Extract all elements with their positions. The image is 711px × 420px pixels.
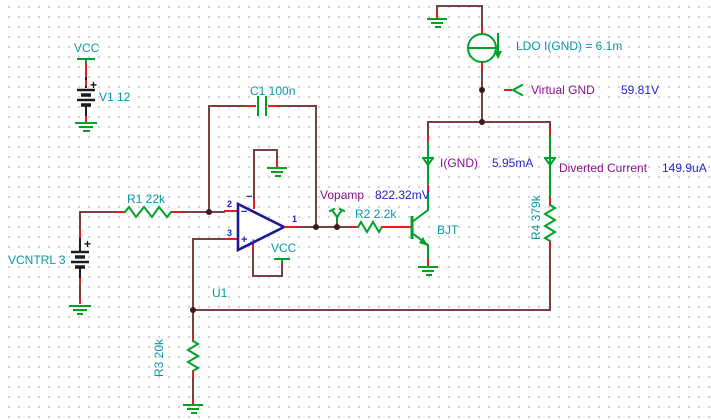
c1-capacitor[interactable] [245, 96, 280, 116]
vopamp-probe-label[interactable]: Vopamp [320, 188, 364, 202]
bjt-transistor[interactable] [410, 191, 429, 266]
vcntrl-battery[interactable] [71, 230, 89, 304]
ground-icon-vcntrl[interactable] [69, 305, 91, 315]
vcc-rail-v1[interactable] [77, 58, 95, 77]
junction-dot [190, 307, 196, 313]
diverted-label[interactable]: Diverted Current [559, 161, 648, 175]
opamp-pin3-number: 3 [227, 228, 232, 238]
opamp-vcc-label[interactable]: VCC [271, 241, 297, 255]
v1-battery[interactable] [77, 77, 95, 122]
resistor-zigzag-icon [186, 339, 200, 373]
wire-feedback-right[interactable] [279, 105, 317, 226]
current-direction-arrowhead-icon [494, 51, 502, 59]
voltage-probe-icon [328, 207, 346, 227]
ground-icon-bjt[interactable] [418, 266, 438, 276]
junction-dot [206, 209, 212, 215]
wire-opamp-vcc[interactable] [252, 251, 283, 277]
wire-pin3-to-rail[interactable] [192, 238, 225, 309]
wire-opamp-top-supply[interactable] [253, 149, 278, 199]
r3-resistor[interactable] [186, 309, 200, 404]
opamp-pin1-number: 1 [292, 214, 297, 224]
r2-label[interactable]: R2 2.2k [355, 207, 397, 221]
resistor-zigzag-icon [356, 220, 384, 234]
capacitor-plates-icon [257, 96, 267, 116]
ground-icon-r3[interactable] [183, 404, 203, 414]
junction-dot [479, 119, 485, 125]
bjt-label[interactable]: BJT [437, 223, 459, 237]
resistor-zigzag-icon [123, 205, 173, 219]
opamp-triangle-icon [236, 201, 287, 253]
vcc-bar-icon [274, 258, 290, 264]
ldo-current-source[interactable] [467, 27, 502, 70]
battery-long-plates-icon [77, 88, 95, 102]
junction-dot [313, 224, 319, 230]
vcc-rail-opamp[interactable] [274, 258, 290, 264]
ldo-label[interactable]: LDO I(GND) = 6.1m [516, 39, 622, 53]
current-arrow-icon [421, 156, 435, 167]
ground-icon-topright[interactable] [427, 18, 447, 28]
c1-label[interactable]: C1 100n [250, 84, 295, 98]
battery-long-plates-icon [71, 250, 89, 264]
virtual-gnd-probe[interactable] [504, 83, 524, 97]
opamp-u1[interactable] [224, 201, 298, 253]
wire-feedback-left[interactable] [208, 105, 246, 213]
junction-dot [479, 87, 485, 93]
r2-resistor[interactable] [350, 220, 412, 234]
opamp-vminus-mark: − [246, 191, 252, 203]
diverted-value[interactable]: 149.9uA [662, 161, 707, 175]
v1-label[interactable]: V1 12 [99, 90, 131, 104]
current-arrow-icon [543, 156, 557, 167]
ignd-current-probe[interactable] [421, 121, 435, 192]
r4-resistor[interactable] [543, 197, 557, 248]
wire-ldo-top[interactable] [436, 5, 483, 28]
resistor-zigzag-icon [543, 203, 557, 243]
vcntrl-plus-sign: + [84, 237, 91, 251]
ground-icon-v1[interactable] [75, 122, 97, 132]
opamp-inverting-mark: − [241, 206, 247, 218]
virtual-gnd-value[interactable]: 59.81V [621, 83, 659, 97]
wire-bottom-rail[interactable] [192, 247, 551, 311]
junction-dot [334, 224, 340, 230]
v1-rail-label[interactable]: VCC [74, 41, 100, 55]
ground-icon-opamp[interactable] [267, 167, 287, 177]
bjt-emitter-arrow-icon [419, 237, 428, 246]
u1-label[interactable]: U1 [212, 286, 228, 300]
probe-arrow-icon [510, 83, 524, 97]
r1-label[interactable]: R1 22k [127, 192, 166, 206]
vcc-bar-icon [77, 58, 95, 64]
bjt-emitter-icon [410, 231, 429, 259]
r4-label[interactable]: R4 379k [529, 194, 543, 240]
diverted-current-probe[interactable] [543, 121, 557, 198]
ignd-label[interactable]: I(GND) [440, 156, 478, 170]
opamp-vplus-mark: + [250, 237, 256, 249]
opamp-noninverting-mark: + [241, 234, 247, 246]
vopamp-probe-value[interactable]: 822.32mV [375, 188, 430, 202]
virtual-gnd-label[interactable]: Virtual GND [531, 83, 595, 97]
opamp-pin2-number: 2 [227, 199, 232, 209]
v1-plus-sign: + [90, 78, 97, 92]
vcntrl-label[interactable]: VCNTRL 3 [8, 253, 66, 267]
bjt-collector-icon [410, 191, 429, 224]
ignd-value[interactable]: 5.95mA [492, 156, 533, 170]
r3-label[interactable]: R3 20k [152, 338, 166, 377]
r1-resistor[interactable] [113, 205, 182, 219]
